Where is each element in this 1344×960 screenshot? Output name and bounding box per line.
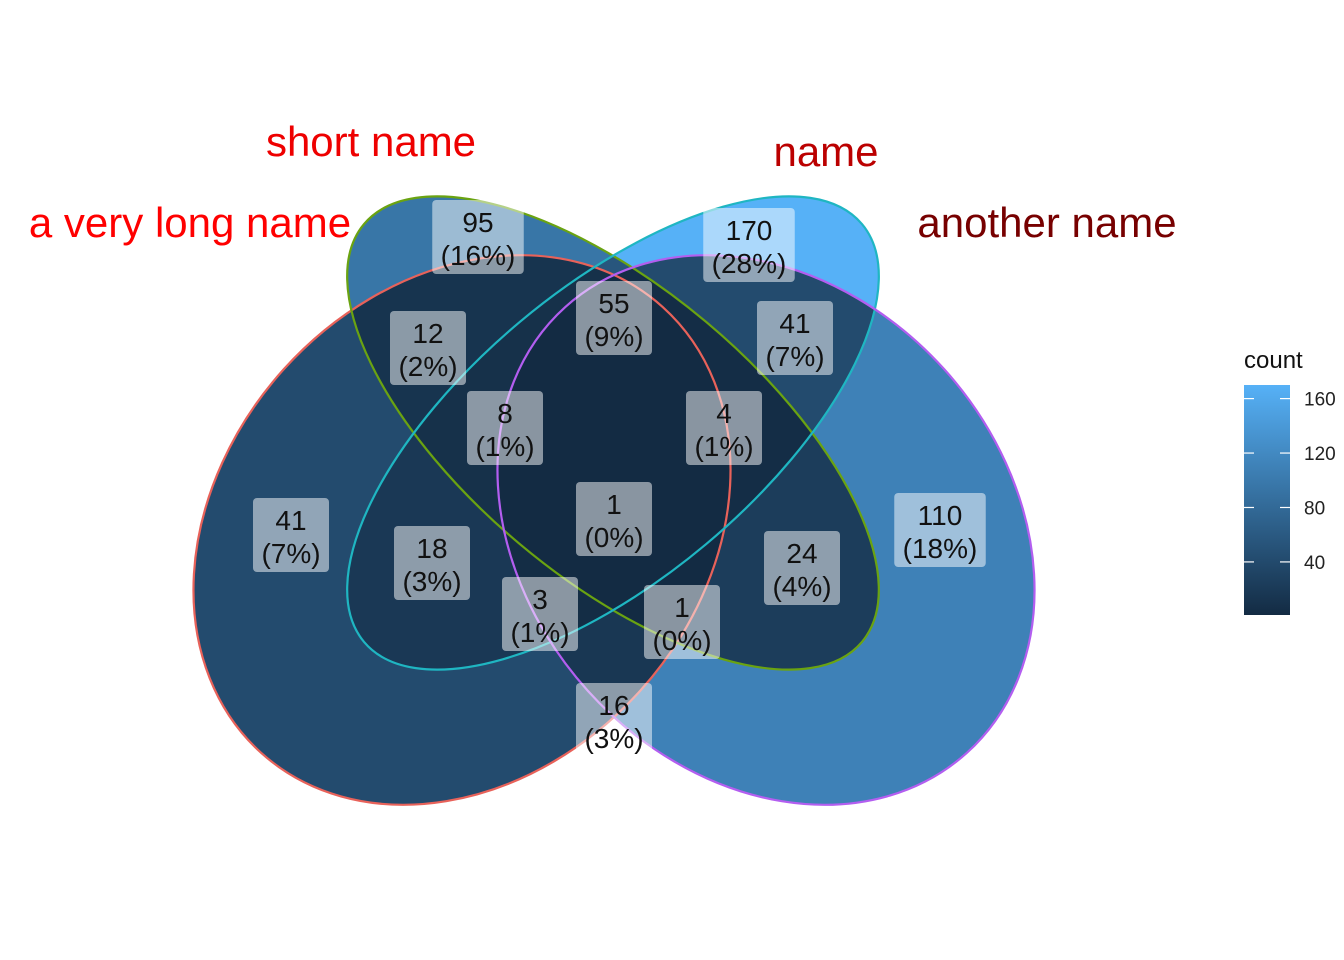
region-label-acd: 3(1%) <box>502 577 578 651</box>
region-count: 24 <box>786 538 817 569</box>
set-name-another-name: another name <box>917 199 1176 246</box>
region-label-box <box>764 531 840 605</box>
region-label-ad: 16(3%) <box>576 683 652 757</box>
region-percent: (2%) <box>398 351 457 382</box>
region-label-box <box>394 526 470 600</box>
region-label-box <box>686 391 762 465</box>
region-label-box <box>253 498 329 572</box>
legend-tick-label: 80 <box>1304 498 1325 519</box>
legend-tick-label: 40 <box>1304 553 1325 574</box>
set-outline-name <box>346 195 880 671</box>
region-label-bcd: 4(1%) <box>686 391 762 465</box>
region-percent: (0%) <box>652 625 711 656</box>
region-label-abd: 1(0%) <box>644 585 720 659</box>
set-outlines <box>192 195 1036 806</box>
region-count: 18 <box>416 533 447 564</box>
region-percent: (28%) <box>712 248 787 279</box>
region-count: 41 <box>779 308 810 339</box>
region-count: 95 <box>462 207 493 238</box>
region-count: 55 <box>598 288 629 319</box>
region-label-bd: 24(4%) <box>764 531 840 605</box>
region-count: 16 <box>598 690 629 721</box>
region-count: 3 <box>532 584 548 615</box>
region-label-abc: 8(1%) <box>467 391 543 465</box>
region-label-box <box>576 683 652 757</box>
set-name-a-very-long-name: a very long name <box>29 199 351 246</box>
region-label-abcd: 1(0%) <box>576 482 652 556</box>
region-count: 1 <box>606 489 622 520</box>
region-percent: (1%) <box>694 431 753 462</box>
region-percent: (9%) <box>584 321 643 352</box>
legend-tick-label: 120 <box>1304 444 1336 465</box>
region-percent: (18%) <box>903 533 978 564</box>
region-percent: (7%) <box>261 538 320 569</box>
region-label-box <box>644 585 720 659</box>
region-label-ab: 12(2%) <box>390 311 466 385</box>
region-label-box <box>576 281 652 355</box>
region-label-d: 110(18%) <box>894 493 986 567</box>
set-names: a very long name short name name another… <box>29 118 1177 246</box>
region-label-bc: 55(9%) <box>576 281 652 355</box>
region-count: 110 <box>918 500 963 531</box>
region-label-box <box>467 391 543 465</box>
legend-tick-label: 160 <box>1304 390 1336 411</box>
region-percent: (3%) <box>584 723 643 754</box>
region-count: 12 <box>412 318 443 349</box>
region-count: 8 <box>497 398 513 429</box>
legend-title: count <box>1244 347 1303 374</box>
region-label-box <box>894 493 986 567</box>
legend-ticks: 40 80 120 160 <box>1244 390 1336 574</box>
region-label-a: 41(7%) <box>253 498 329 572</box>
region-labels: 41(7%)95(16%)170(28%)110(18%)12(2%)55(9%… <box>253 200 986 757</box>
region-percent: (1%) <box>475 431 534 462</box>
set-name-short-name: short name <box>266 118 476 165</box>
region-percent: (1%) <box>510 617 569 648</box>
region-label-ac: 18(3%) <box>394 526 470 600</box>
region-label-box <box>757 301 833 375</box>
region-percent: (4%) <box>772 571 831 602</box>
region-count: 4 <box>716 398 732 429</box>
region-label-box <box>502 577 578 651</box>
region-count: 1 <box>674 592 690 623</box>
set-outline-short-name <box>346 195 880 671</box>
region-label-b: 95(16%) <box>432 200 524 274</box>
region-label-box <box>576 482 652 556</box>
region-percent: (16%) <box>441 240 516 271</box>
legend-colorbar <box>1244 385 1290 615</box>
region-label-box <box>390 311 466 385</box>
region-count: 170 <box>726 215 773 246</box>
region-percent: (3%) <box>402 566 461 597</box>
set-name-name: name <box>773 128 878 175</box>
color-legend: count 40 80 120 160 <box>1244 347 1336 615</box>
region-count: 41 <box>275 505 306 536</box>
region-percent: (0%) <box>584 522 643 553</box>
region-label-c: 170(28%) <box>703 208 795 282</box>
region-percent: (7%) <box>765 341 824 372</box>
region-label-cd: 41(7%) <box>757 301 833 375</box>
region-label-box <box>703 208 795 282</box>
region-label-box <box>432 200 524 274</box>
